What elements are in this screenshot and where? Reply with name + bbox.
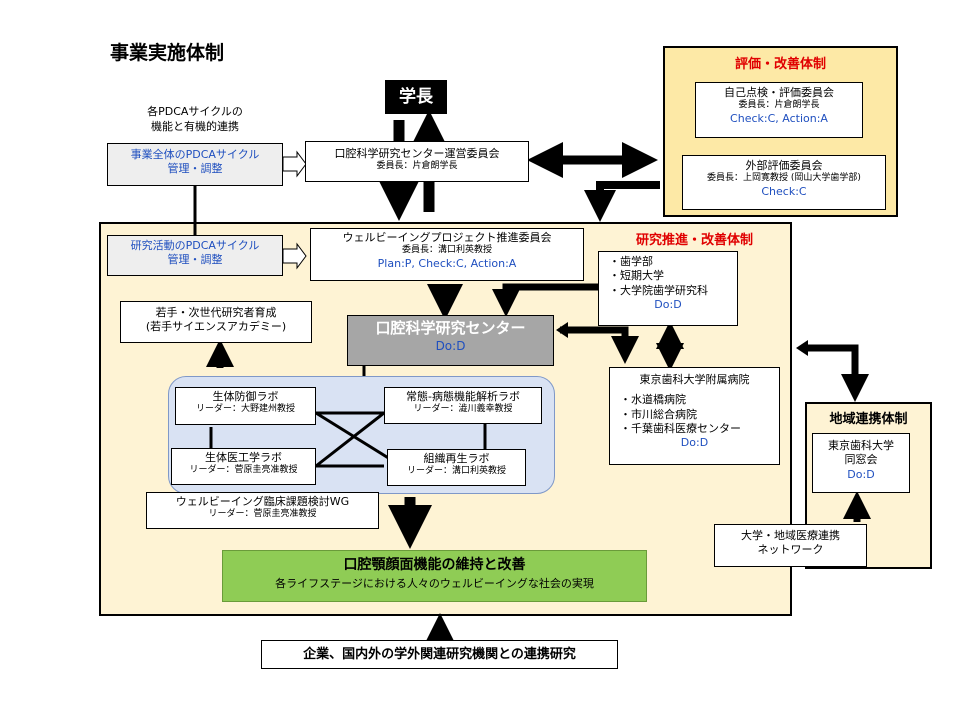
external-role: Check:C — [761, 184, 807, 198]
self-check-name: 自己点検・評価委員会 — [724, 86, 834, 99]
lab-engineering: 生体医工学ラボ リーダー：菅原圭亮准教授 — [171, 448, 316, 485]
young-researchers-box: 若手・次世代研究者育成 (若手サイエンスアカデミー) — [120, 301, 312, 343]
hospital-item-ichikawa: ・市川総合病院 — [620, 407, 697, 421]
pdca-header: 各PDCAサイクルの 機能と有機的連携 — [110, 105, 280, 135]
pdca-overall-line1: 事業全体のPDCAサイクル — [130, 148, 260, 161]
wg-name: ウェルビーイング臨床課題検討WG — [175, 495, 350, 508]
goal-box: 口腔顎顔面機能の維持と改善 各ライフステージにおける人々のウェルビーイングな社会… — [222, 550, 647, 602]
hospital-regional-arrow — [801, 344, 869, 402]
regional-section-title: 地域連携体制 — [829, 412, 908, 427]
schools-role: Do:D — [654, 297, 682, 311]
hospital-name: 東京歯科大学附属病院 — [639, 373, 750, 386]
young-line2: (若手サイエンスアカデミー) — [145, 320, 287, 334]
regional-arrowhead — [796, 340, 808, 356]
hospital-item-suidobashi: ・水道橋病院 — [620, 393, 686, 407]
schools-elbow-arrow — [492, 283, 598, 317]
wellbeing-committee-chair: 委員長：溝口利英教授 — [401, 245, 492, 256]
network-line2: ネットワーク — [757, 543, 824, 557]
schools-item-junior-college: ・短期大学 — [609, 269, 664, 283]
center-hospital-arrow — [560, 326, 639, 364]
center-role: Do:D — [435, 338, 466, 353]
schools-item-graduate: ・大学院歯学研究科 — [609, 283, 708, 297]
external-chair: 委員長：上岡寛教授 (岡山大学歯学部) — [707, 173, 861, 184]
lab-defense-leader: リーダー：大野建州教授 — [195, 404, 295, 415]
young-line1: 若手・次世代研究者育成 — [155, 306, 277, 319]
pdca-header-line1: 各PDCAサイクルの — [147, 105, 243, 118]
alumni-line2: 同窓会 — [844, 453, 878, 467]
pdca-overall-line2: 管理・調整 — [167, 162, 223, 176]
lab-defense-name: 生体防御ラボ — [212, 390, 279, 403]
page-title: 事業実施体制 — [110, 42, 225, 64]
wellbeing-committee-role: Plan:P, Check:C, Action:A — [377, 256, 517, 270]
schools-item-dentistry: ・歯学部 — [609, 255, 653, 268]
pdca-overall-arrow — [282, 150, 307, 178]
steering-chair: 委員長：片倉朗学長 — [376, 161, 458, 172]
self-check-committee: 自己点検・評価委員会 委員長：片倉朗学長 Check:C, Action:A — [695, 82, 863, 138]
pdca-research-line1: 研究活動のPDCAサイクル — [130, 239, 260, 252]
lab-pathology-leader: リーダー：澁川義幸教授 — [413, 404, 513, 415]
wellbeing-committee: ウェルビーイングプロジェクト推進委員会 委員長：溝口利英教授 Plan:P, C… — [310, 228, 584, 281]
lab-engineering-leader: リーダー：菅原圭亮准教授 — [189, 465, 298, 476]
hospital-role: Do:D — [680, 436, 709, 450]
wg-leader: リーダー：菅原圭亮准教授 — [208, 509, 317, 520]
research-section-title: 研究推進・改善体制 — [636, 233, 754, 248]
center-arrowhead — [556, 322, 568, 338]
collaboration-box: 企業、国内外の学外関連研究機関との連携研究 — [261, 640, 618, 669]
evaluation-section-title: 評価・改善体制 — [734, 57, 826, 72]
lab-cross-2 — [315, 411, 385, 468]
lab-engineering-name: 生体医工学ラボ — [205, 451, 282, 464]
wg-box: ウェルビーイング臨床課題検討WG リーダー：菅原圭亮准教授 — [146, 492, 379, 529]
center-name: 口腔科学研究センター — [375, 319, 526, 337]
external-committee: 外部評価委員会 委員長：上岡寛教授 (岡山大学歯学部) Check:C — [682, 155, 886, 210]
lab-regeneration-leader: リーダー：溝口利英教授 — [406, 466, 506, 477]
self-check-role: Check:C, Action:A — [730, 111, 828, 125]
eval-elbow-arrow — [584, 181, 660, 222]
pdca-research-line2: 管理・調整 — [167, 253, 223, 267]
pdca-research-box: 研究活動のPDCAサイクル 管理・調整 — [107, 235, 283, 276]
hospital-item-chiba: ・千葉歯科医療センター — [620, 421, 741, 435]
pdca-overall-box: 事業全体のPDCAサイクル 管理・調整 — [107, 143, 283, 186]
alumni-box: 東京歯科大学 同窓会 Do:D — [812, 433, 910, 493]
president-box: 学長 — [385, 80, 447, 114]
network-box: 大学・地域医療連携 ネットワーク — [714, 524, 867, 567]
goal-title: 口腔顎顔面機能の維持と改善 — [343, 557, 526, 573]
goal-subtitle: 各ライフステージにおける人々のウェルビーイングな社会の実現 — [275, 577, 594, 591]
pdca-research-arrow — [282, 242, 307, 270]
steering-committee: 口腔科学研究センター運営委員会 委員長：片倉朗学長 — [305, 141, 529, 182]
schools-box: ・歯学部 ・短期大学 ・大学院歯学研究科 Do:D — [598, 251, 738, 326]
lab-pathology-name: 常態-病態機能解析ラボ — [406, 390, 520, 403]
wellbeing-committee-name: ウェルビーイングプロジェクト推進委員会 — [342, 231, 552, 244]
lab-defense: 生体防御ラボ リーダー：大野建州教授 — [175, 387, 316, 425]
network-line1: 大学・地域医療連携 — [741, 529, 840, 542]
lab-pathology: 常態-病態機能解析ラボ リーダー：澁川義幸教授 — [384, 387, 542, 424]
steering-name: 口腔科学研究センター運営委員会 — [334, 147, 500, 160]
research-center-box: 口腔科学研究センター Do:D — [347, 315, 554, 366]
lab-regeneration-name: 組織再生ラボ — [423, 452, 490, 465]
hospital-box: 東京歯科大学附属病院 ・水道橋病院 ・市川総合病院 ・千葉歯科医療センター Do… — [609, 367, 780, 465]
lab-regeneration: 組織再生ラボ リーダー：溝口利英教授 — [387, 449, 526, 486]
alumni-line1: 東京歯科大学 — [828, 439, 894, 452]
pdca-header-line2: 機能と有機的連携 — [151, 119, 239, 133]
external-name: 外部評価委員会 — [745, 159, 823, 172]
self-check-chair: 委員長：片倉朗学長 — [738, 100, 820, 111]
alumni-role: Do:D — [847, 467, 875, 481]
